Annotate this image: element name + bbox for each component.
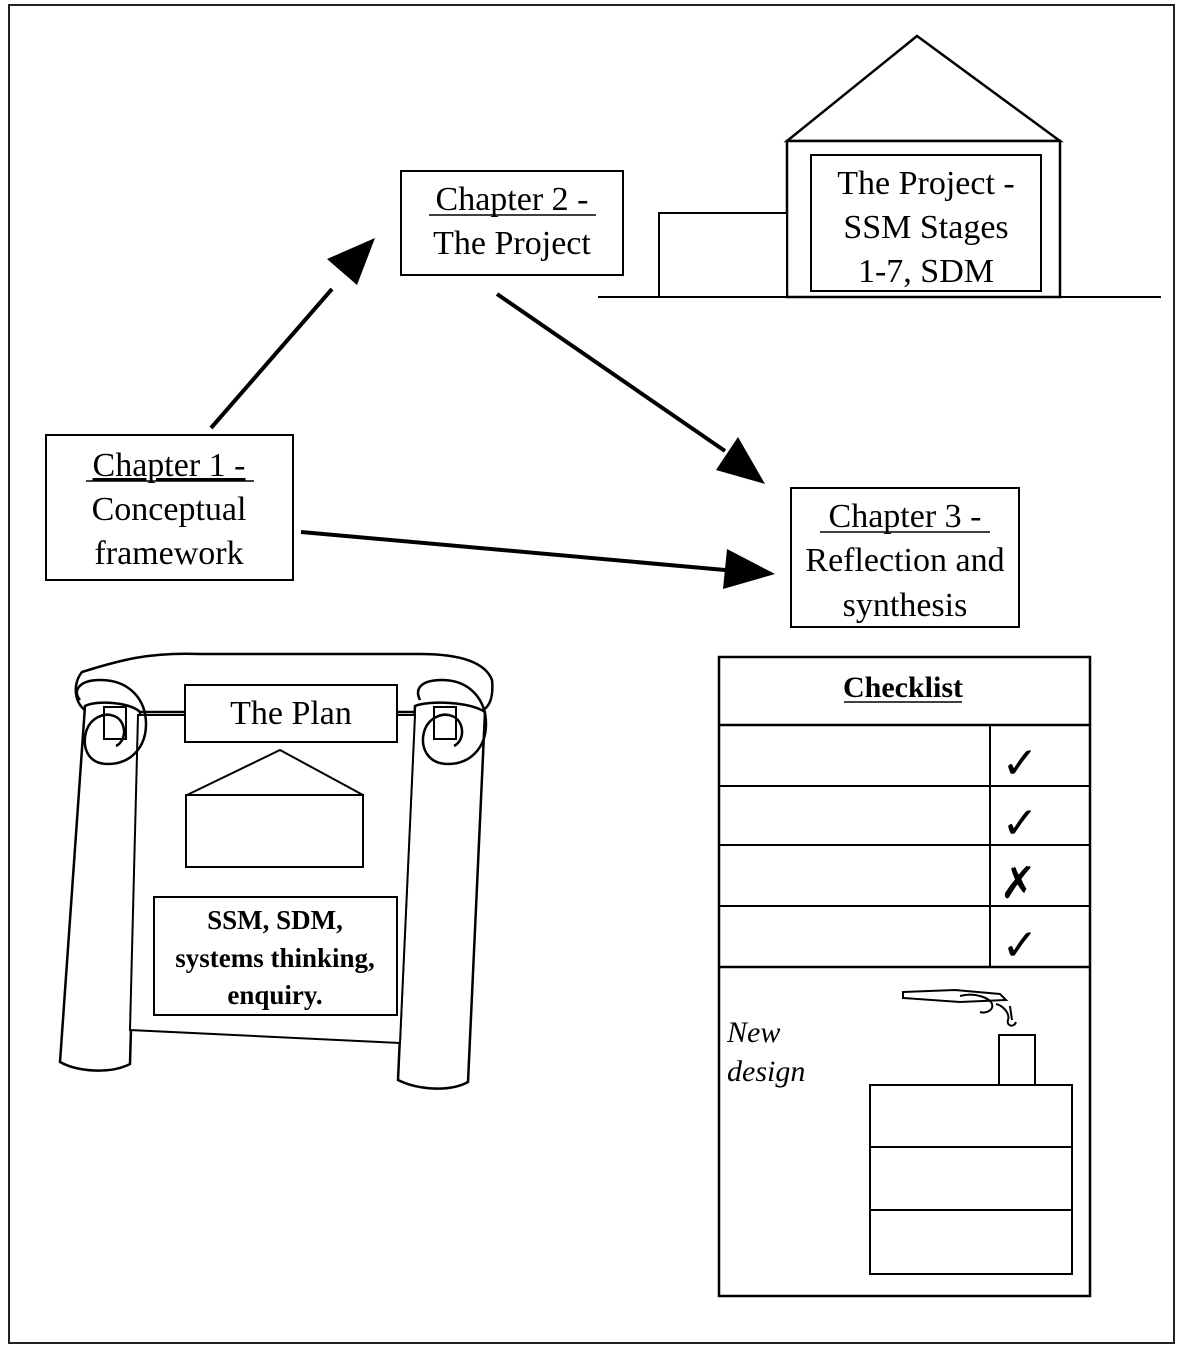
chapter2-heading: Chapter 2 -	[436, 181, 589, 218]
chapter3-heading: Chapter 3 -	[829, 498, 982, 535]
checklist-row: ✓	[1002, 920, 1039, 971]
checklist-row: ✓	[1002, 798, 1039, 849]
house-line2: SSM Stages	[843, 209, 1008, 246]
check-mark-icon: ✓	[1002, 920, 1039, 971]
check-mark-icon: ✓	[1002, 798, 1039, 849]
plan-line1: SSM, SDM,	[207, 905, 343, 935]
arrow-chapter2-to-chapter3	[497, 294, 765, 484]
chapter1-line2: Conceptual	[92, 491, 247, 528]
plan-title: The Plan	[230, 695, 352, 732]
plan-line2: systems thinking,	[175, 943, 375, 973]
new-design-line2: design	[727, 1055, 805, 1088]
checklist-row: ✗	[1000, 858, 1037, 909]
check-mark-icon: ✓	[1002, 738, 1039, 789]
chapter3-line2: Reflection and	[805, 542, 1004, 579]
chapter1-heading: Chapter 1 -	[93, 447, 246, 484]
cross-mark-icon: ✗	[1000, 858, 1037, 909]
chapter1-box: Chapter 1 - Conceptual framework	[46, 435, 293, 580]
arrow-chapter1-to-chapter3	[301, 532, 775, 589]
house-illustration: The Project - SSM Stages 1-7, SDM	[598, 36, 1161, 297]
checklist-title: Checklist	[843, 671, 963, 704]
chapter2-box: Chapter 2 - The Project	[401, 171, 623, 275]
chapter1-line3: framework	[94, 535, 243, 572]
checklist: Checklist ✓ ✓ ✗ ✓ New design	[719, 657, 1090, 1296]
house-line3: 1-7, SDM	[858, 253, 994, 290]
plan-line3: enquiry.	[227, 980, 322, 1010]
arrow-chapter1-to-chapter2	[211, 238, 375, 428]
chapter3-box: Chapter 3 - Reflection and synthesis	[791, 488, 1019, 627]
new-design-line1: New	[726, 1016, 780, 1049]
plan-scroll-illustration: The Plan SSM, SDM, systems thinking, enq…	[60, 654, 492, 1089]
checklist-row: ✓	[1002, 738, 1039, 789]
house-line1: The Project -	[837, 165, 1015, 202]
chapter3-line3: synthesis	[843, 587, 968, 624]
chapter2-line2: The Project	[433, 225, 591, 262]
